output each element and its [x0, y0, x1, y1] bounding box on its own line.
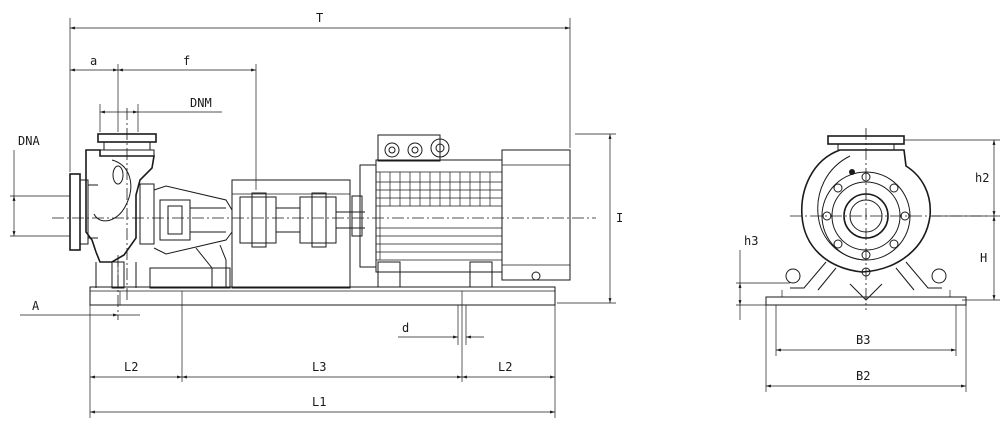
- extension-lines: [10, 18, 616, 418]
- label-I: I: [616, 211, 623, 225]
- label-T: T: [316, 11, 323, 25]
- label-L2-right: L2: [498, 360, 512, 374]
- label-DNA: DNA: [18, 134, 40, 148]
- label-f: f: [183, 54, 190, 68]
- label-a: a: [90, 54, 97, 68]
- label-L3: L3: [312, 360, 326, 374]
- pump-casing: [69, 133, 157, 289]
- label-H: H: [980, 251, 987, 265]
- motor: [351, 134, 571, 288]
- label-B2: B2: [856, 369, 870, 383]
- end-support-legs: [790, 261, 942, 289]
- label-B3: B3: [856, 333, 870, 347]
- label-d: d: [402, 321, 409, 335]
- end-view: h2 H h3 B3 B2: [736, 128, 1000, 392]
- label-h2: h2: [975, 171, 989, 185]
- label-L1: L1: [312, 395, 326, 409]
- label-A: A: [32, 299, 40, 313]
- label-DNM: DNM: [190, 96, 212, 110]
- bearing-bracket: [139, 183, 233, 289]
- label-h3: h3: [744, 234, 758, 248]
- base-frame: [89, 286, 556, 306]
- side-view: T a f DNM DNA A I d L2 L3 L2 L1: [10, 11, 623, 418]
- label-L2-left: L2: [124, 360, 138, 374]
- coupling: [231, 179, 365, 289]
